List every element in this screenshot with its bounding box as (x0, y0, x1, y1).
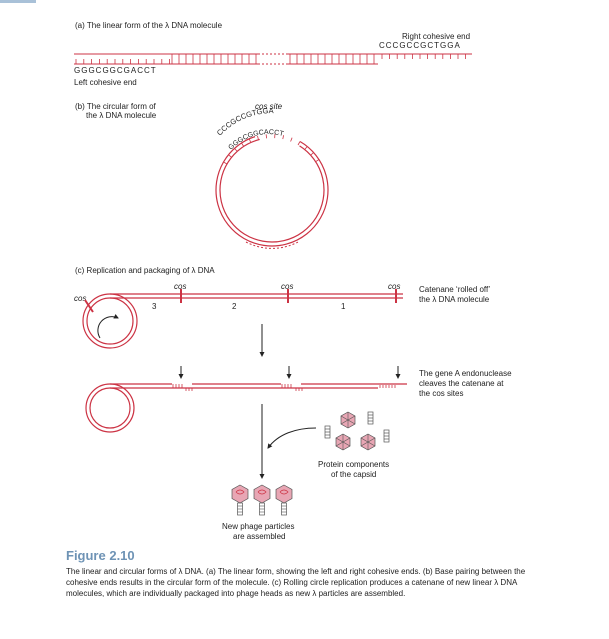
endonuclease-label-3: the cos sites (419, 389, 464, 398)
cos-label-4: cos (74, 294, 87, 303)
catenane-label-1: Catenane ‘rolled off’ (419, 285, 491, 294)
linear-dna-ladder (74, 53, 472, 65)
right-cohesive-sequence: CCCGCCGCTGGA (379, 41, 461, 50)
endonuclease-label-2: cleaves the catenane at (419, 379, 504, 388)
cos-label-1: cos (174, 282, 187, 291)
segment-number-3: 3 (152, 302, 157, 311)
cos-site-label: cos site (255, 102, 283, 111)
catenane-label-2: the λ DNA molecule (419, 295, 490, 304)
protein-components-label-2: of the capsid (331, 470, 377, 479)
protein-components-label-1: Protein components (318, 460, 390, 469)
curved-arrow (267, 427, 317, 449)
endonuclease-label-1: The gene A endonuclease (419, 369, 512, 378)
phage-particles-label-2: are assembled (233, 532, 286, 541)
segment-number-1: 1 (341, 302, 346, 311)
segment-number-2: 2 (232, 302, 237, 311)
cleaved-catenane (85, 366, 407, 433)
rotation-arrow (97, 314, 119, 339)
figure-title: Figure 2.10 (66, 548, 135, 563)
corner-accent (0, 0, 36, 3)
capsid-protein-components (324, 411, 390, 451)
panel-b-heading-2: the λ DNA molecule (86, 111, 157, 120)
circular-dna: CCCGCCGTGGA GGGCGGCACCT (215, 106, 329, 249)
left-cohesive-sequence: GGGCGGCGACCT (74, 66, 157, 75)
cos-label-2: cos (281, 282, 294, 291)
phage-particles (231, 484, 293, 516)
rolling-circle (82, 289, 403, 349)
right-cohesive-end-label: Right cohesive end (402, 32, 471, 41)
panel-a-heading: (a) The linear form of the λ DNA molecul… (75, 21, 223, 30)
cos-label-3: cos (388, 282, 401, 291)
phage-particles-label-1: New phage particles (222, 522, 295, 531)
panel-c-heading: (c) Replication and packaging of λ DNA (75, 266, 215, 275)
left-cohesive-end-label: Left cohesive end (74, 78, 137, 87)
panel-b-heading-1: (b) The circular form of (75, 102, 156, 111)
figure-caption: The linear and circular forms of λ DNA. … (66, 567, 526, 598)
